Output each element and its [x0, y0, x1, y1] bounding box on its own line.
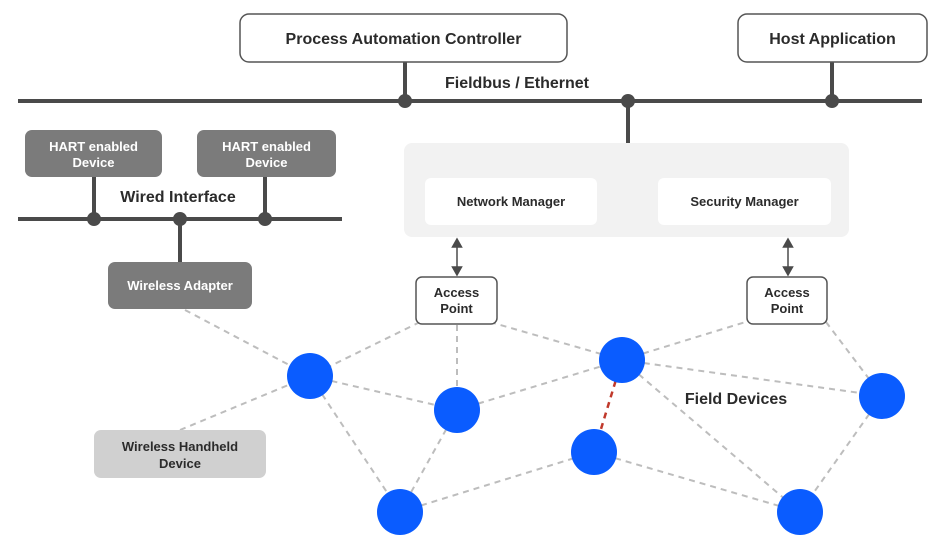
link-node1-node5 — [309, 375, 401, 513]
network-manager-label: Network Manager — [457, 194, 565, 209]
field-device-nodes — [287, 337, 905, 535]
field-device-node-4 — [571, 429, 617, 475]
bus-junction-manager — [621, 94, 635, 108]
wireless-adapter-label: Wireless Adapter — [127, 278, 233, 293]
network-manager: Network Manager — [425, 178, 597, 225]
security-manager-label: Security Manager — [690, 194, 798, 209]
host-application: Host Application — [737, 13, 928, 63]
host-label: Host Application — [769, 31, 896, 48]
link-adapter-node1 — [184, 309, 311, 377]
field-device-node-2 — [434, 387, 480, 433]
link-node2-node5 — [399, 409, 458, 513]
field-device-node-6 — [859, 373, 905, 419]
field-device-node-7 — [777, 489, 823, 535]
process-automation-controller: Process Automation Controller — [239, 13, 568, 63]
link-handheld-node1 — [179, 375, 311, 431]
ap-right-line2: Point — [771, 301, 804, 316]
field-devices-label: Field Devices — [685, 391, 787, 408]
hart-device-a-line2: Device — [73, 155, 115, 170]
wired-interface-label: Wired Interface — [120, 189, 236, 206]
field-device-node-5 — [377, 489, 423, 535]
hart-device-a-line1: HART enabled — [49, 139, 138, 154]
link-node1-node2 — [309, 375, 458, 411]
link-node3-node7 — [621, 359, 801, 513]
bus-junction-host — [825, 94, 839, 108]
ap-right-line1: Access — [764, 285, 810, 300]
fieldbus-label: Fieldbus / Ethernet — [445, 75, 590, 92]
field-device-node-1 — [287, 353, 333, 399]
wired-junction-a — [87, 212, 101, 226]
arrow-network-manager-ap-left — [451, 237, 463, 277]
wireless-adapter: Wireless Adapter — [108, 262, 252, 309]
link-node6-node7 — [799, 395, 883, 513]
link-node2-node3 — [456, 359, 623, 411]
wired-junction-b — [258, 212, 272, 226]
controller-label: Process Automation Controller — [286, 31, 522, 48]
access-point-right: Access Point — [746, 276, 828, 325]
handheld-line2: Device — [159, 456, 201, 471]
hart-device-b: HART enabled Device — [197, 130, 336, 177]
link-node5-node4 — [399, 451, 595, 513]
hart-device-b-line2: Device — [246, 155, 288, 170]
arrow-security-manager-ap-right — [782, 237, 794, 277]
ap-left-line1: Access — [434, 285, 480, 300]
hart-device-b-line1: HART enabled — [222, 139, 311, 154]
wired-junction-adapter — [173, 212, 187, 226]
security-manager: Security Manager — [658, 178, 831, 225]
hart-device-a: HART enabled Device — [25, 130, 162, 177]
link-node4-node7 — [593, 451, 801, 513]
field-device-node-3 — [599, 337, 645, 383]
manager-panel: Network Manager Security Manager — [404, 143, 849, 237]
wireless-handheld-device: Wireless Handheld Device — [94, 430, 266, 478]
bus-junction-controller — [398, 94, 412, 108]
mesh-links — [179, 309, 883, 513]
ap-left-line2: Point — [440, 301, 473, 316]
access-point-left: Access Point — [415, 276, 498, 325]
handheld-line1: Wireless Handheld — [122, 439, 238, 454]
